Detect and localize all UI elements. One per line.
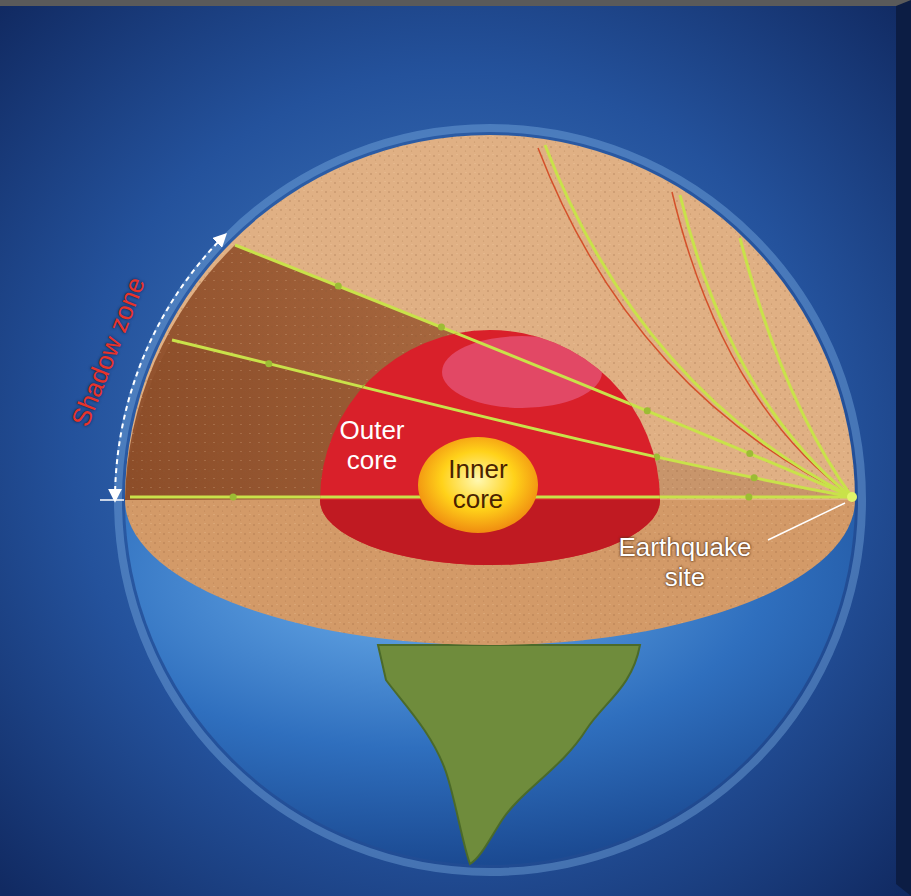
node-text: Outer core xyxy=(320,416,424,476)
ray-dot xyxy=(746,450,753,457)
ray-path xyxy=(740,238,852,497)
site-label: Earthquake site xyxy=(605,533,765,593)
ray-dot xyxy=(644,407,651,414)
globe-glow xyxy=(118,128,862,872)
ray-dot xyxy=(751,474,758,481)
ray-dot xyxy=(265,360,272,367)
shadow-zone-bracket xyxy=(115,235,225,500)
ray-line xyxy=(672,192,852,497)
zone-label: Shadow zone xyxy=(66,273,152,431)
layer-name: Outer core xyxy=(320,416,424,476)
globe-lower-half xyxy=(125,500,855,865)
outer-core-dome xyxy=(442,336,602,408)
ray-dot xyxy=(335,282,342,289)
ray-path xyxy=(235,245,852,497)
earthquake-point xyxy=(847,492,857,502)
south-america xyxy=(378,645,640,864)
outer-core: Outer coreInner core xyxy=(320,330,660,570)
frame-side xyxy=(896,0,911,896)
node-text: Inner core xyxy=(436,455,520,515)
layer-name: Inner core xyxy=(436,455,520,515)
ray-dot xyxy=(438,324,445,331)
frame-top xyxy=(0,0,911,6)
ray-dot xyxy=(745,494,752,501)
ray-dot xyxy=(230,494,237,501)
bracket-tick xyxy=(100,499,124,501)
leader-line xyxy=(768,503,845,540)
inner-core: Inner core xyxy=(418,437,538,533)
ray-path xyxy=(680,195,852,497)
inner-core-fill xyxy=(418,437,538,533)
